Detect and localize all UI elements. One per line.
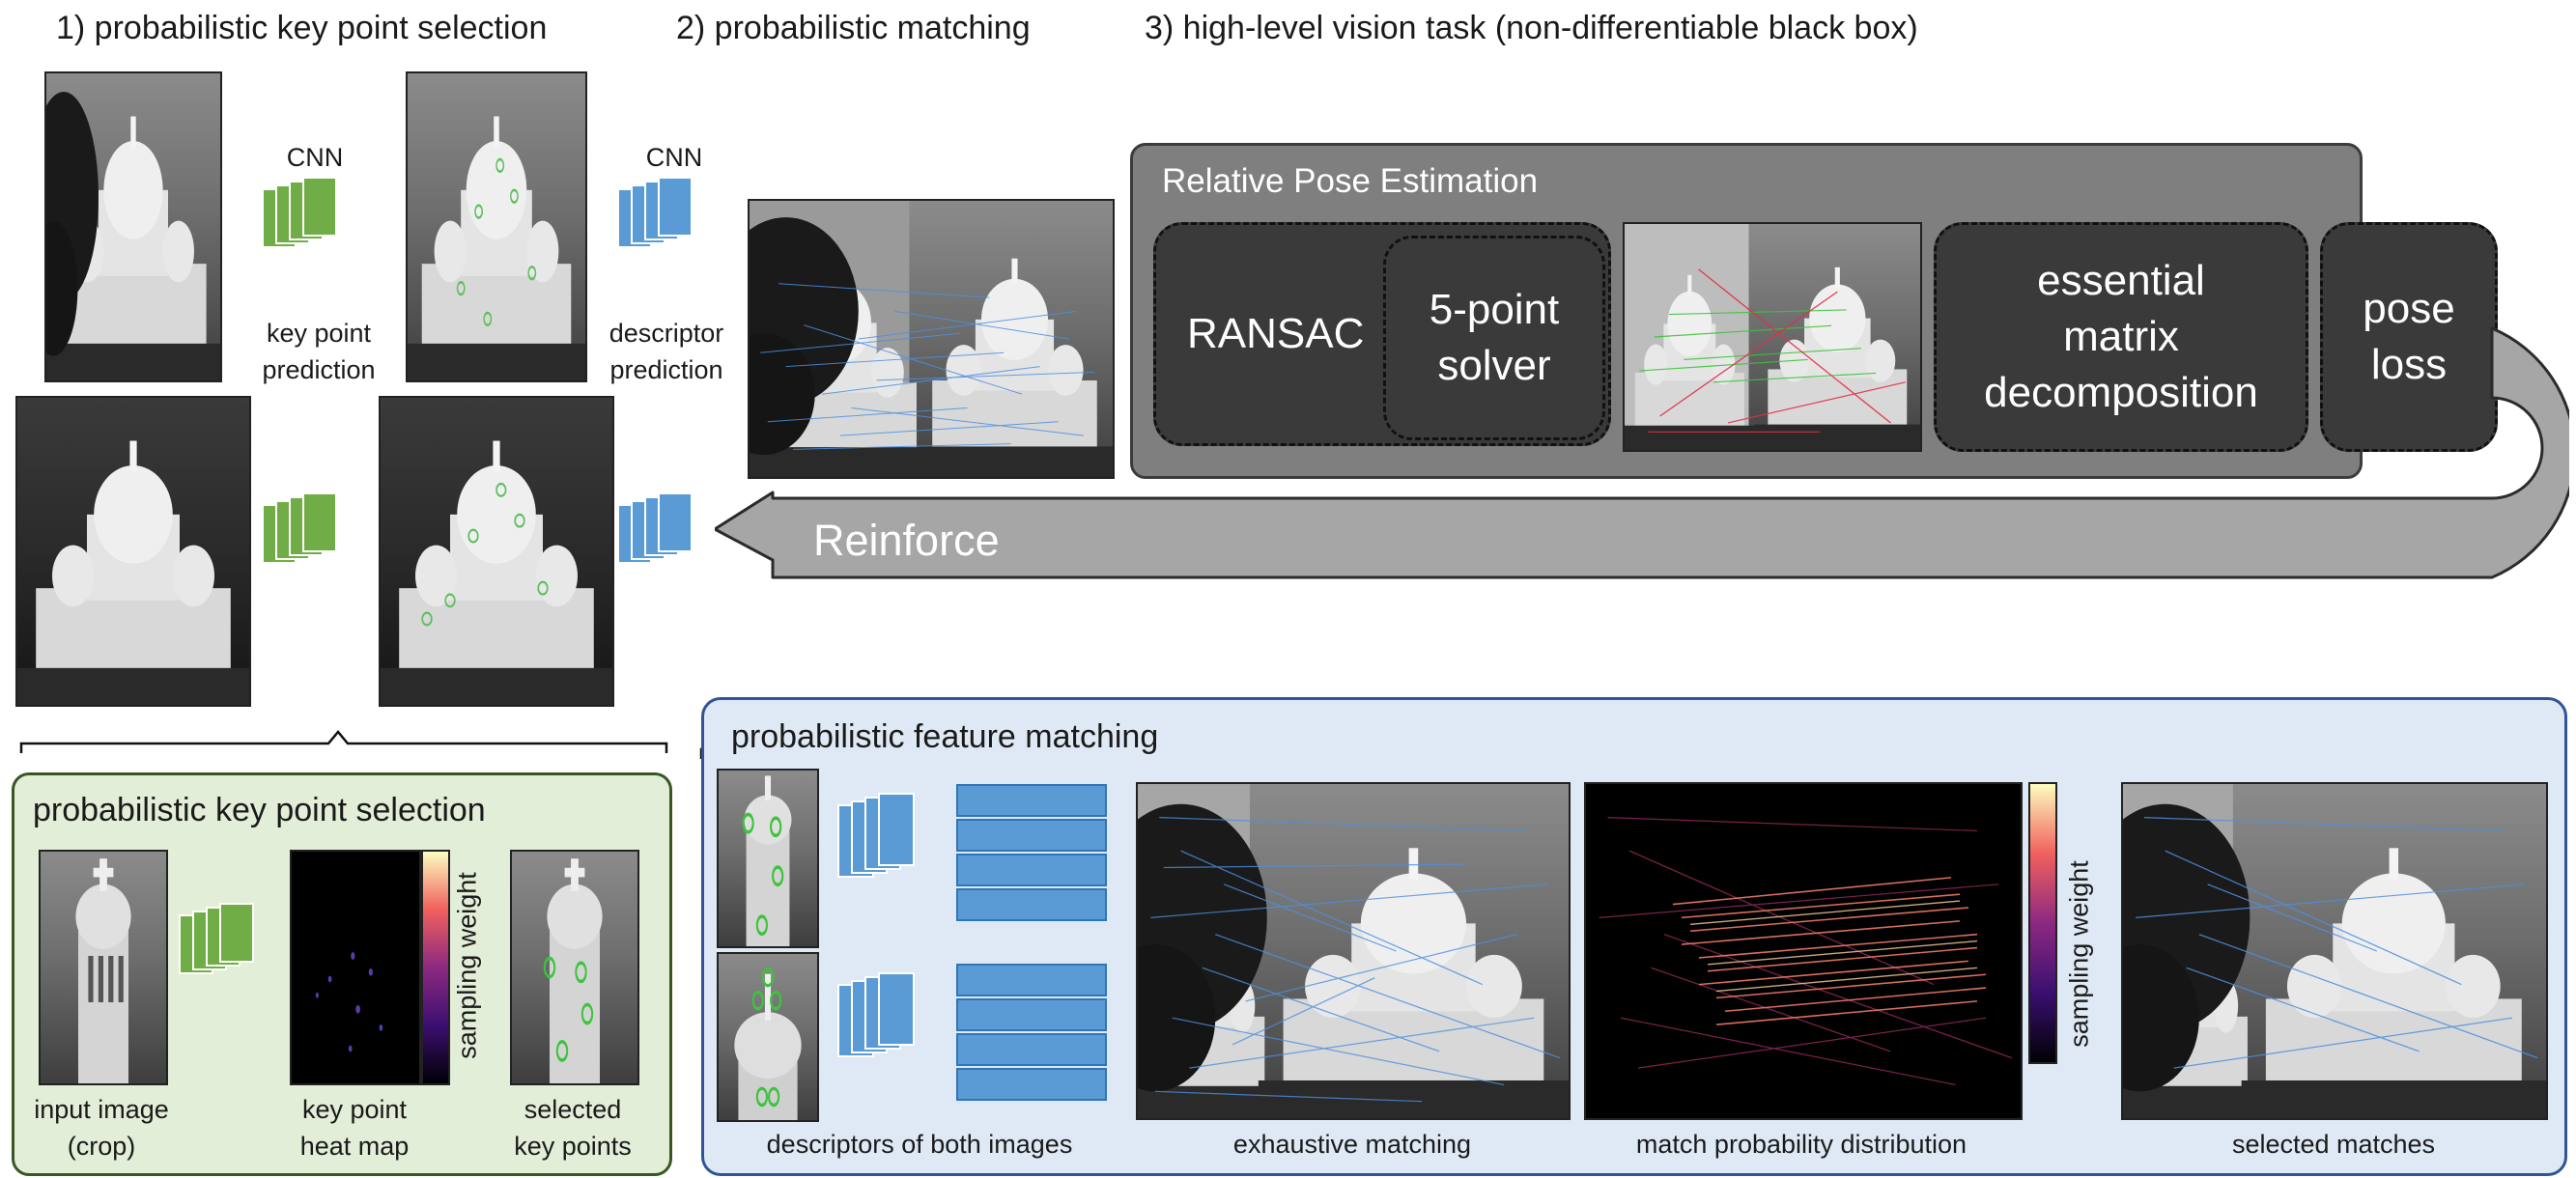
- stage1-title: 1) probabilistic key point selection: [56, 10, 548, 46]
- descriptor-prediction-line2: prediction: [609, 355, 723, 384]
- selected-keypoints-image: [510, 850, 639, 1085]
- essential-line1: essential: [2037, 257, 2205, 304]
- five-point-solver-box: 5-point solver: [1383, 236, 1605, 440]
- essential-matrix-box: essential matrix decomposition: [1934, 222, 2308, 452]
- input-crop-line1: input image: [34, 1095, 169, 1124]
- descriptor-vector: [956, 819, 1107, 852]
- cnn-descriptor-icon-top: [617, 177, 693, 248]
- heat-map-line2: heat map: [299, 1132, 410, 1161]
- descriptor-cnn-icon-b: [837, 972, 915, 1057]
- input-image-1: [44, 71, 222, 382]
- descriptor-vector: [956, 1068, 1107, 1101]
- descriptor-vector: [956, 854, 1107, 886]
- crop-image-a: [717, 769, 819, 948]
- cnn-label-2: CNN: [645, 143, 703, 172]
- match-probability-image: [1584, 782, 2023, 1120]
- descriptors-label: descriptors of both images: [766, 1130, 1073, 1159]
- descriptor-cnn-icon-a: [837, 793, 915, 878]
- keypoint-panel-title: probabilistic key point selection: [33, 792, 486, 828]
- selected-matches-label: selected matches: [2231, 1130, 2436, 1159]
- crop-image-b: [717, 952, 819, 1122]
- loss-line1: pose: [2363, 285, 2455, 332]
- heat-map-line1: key point: [301, 1095, 408, 1124]
- input-crop-image: [39, 850, 168, 1085]
- descriptor-prediction-line1: descriptor: [609, 319, 724, 348]
- input-crop-line2: (crop): [67, 1132, 136, 1161]
- selected-keypoints-line2: key points: [514, 1132, 632, 1161]
- cnn-keypoint-icon-top: [262, 177, 337, 248]
- descriptor-vector: [956, 998, 1107, 1031]
- essential-line3: decomposition: [1984, 369, 2258, 416]
- descriptor-vector: [956, 1033, 1107, 1066]
- descriptor-vector: [956, 888, 1107, 921]
- cnn-label-1: CNN: [286, 143, 344, 172]
- feature-matching-title: probabilistic feature matching: [731, 718, 1159, 755]
- reinforce-label: Reinforce: [813, 516, 1000, 565]
- cnn-keypoint-icon-bottom: [262, 492, 337, 564]
- descriptor-vector: [956, 784, 1107, 817]
- relative-pose-title: Relative Pose Estimation: [1162, 162, 1539, 200]
- keypoint-sampling-weight-label: sampling weight: [452, 872, 482, 1059]
- selected-matches-image: [2121, 782, 2548, 1120]
- descriptor-vector: [956, 964, 1107, 996]
- keypoint-image-2: [379, 396, 614, 707]
- match-sampling-weight-label: sampling weight: [2064, 860, 2094, 1048]
- ransac-label: RANSAC: [1187, 310, 1365, 357]
- selected-keypoints-line1: selected: [524, 1095, 622, 1124]
- exhaustive-matching-image: [1136, 782, 1571, 1120]
- loss-line2: loss: [2370, 341, 2448, 388]
- heat-colorbar: [421, 850, 450, 1085]
- keypoint-prediction-line2: prediction: [262, 355, 376, 384]
- distribution-label: match probability distribution: [1635, 1130, 1967, 1159]
- solver-line2: solver: [1437, 342, 1551, 389]
- keypoint-prediction-line1: key point: [266, 319, 372, 348]
- heat-map: [290, 850, 421, 1085]
- cnn-descriptor-icon-bottom: [617, 492, 693, 564]
- stage3-title: 3) high-level vision task (non-different…: [1145, 10, 1918, 46]
- keypoint-image-1: [406, 71, 587, 382]
- stage2-title: 2) probabilistic matching: [676, 10, 1031, 46]
- match-colorbar: [2028, 782, 2057, 1064]
- inlier-matches-image: [1623, 222, 1922, 452]
- cnn-crop-icon: [179, 903, 254, 974]
- exhaustive-label: exhaustive matching: [1232, 1130, 1472, 1159]
- solver-line1: 5-point: [1429, 286, 1560, 333]
- essential-line2: matrix: [2063, 313, 2179, 360]
- reinforce-arrow: [715, 326, 2569, 579]
- input-image-2: [15, 396, 251, 707]
- matching-image: [748, 199, 1115, 479]
